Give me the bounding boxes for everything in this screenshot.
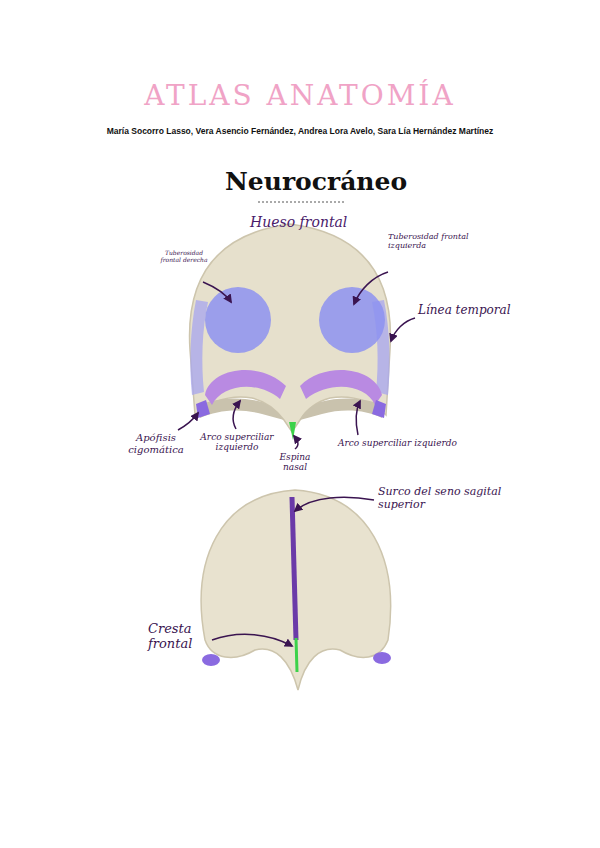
part-label: Cresta frontal (148, 622, 212, 652)
author-list: María Socorro Lasso, Vera Asencio Fernán… (100, 127, 500, 137)
heading-underline (258, 202, 345, 203)
section-heading: Neurocráneo (225, 168, 385, 197)
part-label: Apófisis cigomática (120, 432, 192, 455)
page-title: ATLAS ANATOMÍA (0, 80, 600, 112)
frontal-bone-anterior (190, 224, 391, 440)
part-label: Tuberosidad frontal izquierda (388, 232, 470, 250)
part-label: Tuberosidad frontal derecha (160, 250, 208, 264)
bone-name: Hueso frontal (250, 214, 380, 230)
part-label: Arco superciliar izquierdo (338, 438, 478, 448)
part-label: Espina nasal (272, 452, 318, 473)
frontal-bone-internal (201, 490, 391, 690)
part-label: Surco del seno sagital superior (378, 486, 538, 511)
part-label: Arco superciliar izquierdo (192, 432, 282, 453)
part-label: Línea temporal (418, 304, 518, 318)
leader-lines (178, 272, 415, 646)
